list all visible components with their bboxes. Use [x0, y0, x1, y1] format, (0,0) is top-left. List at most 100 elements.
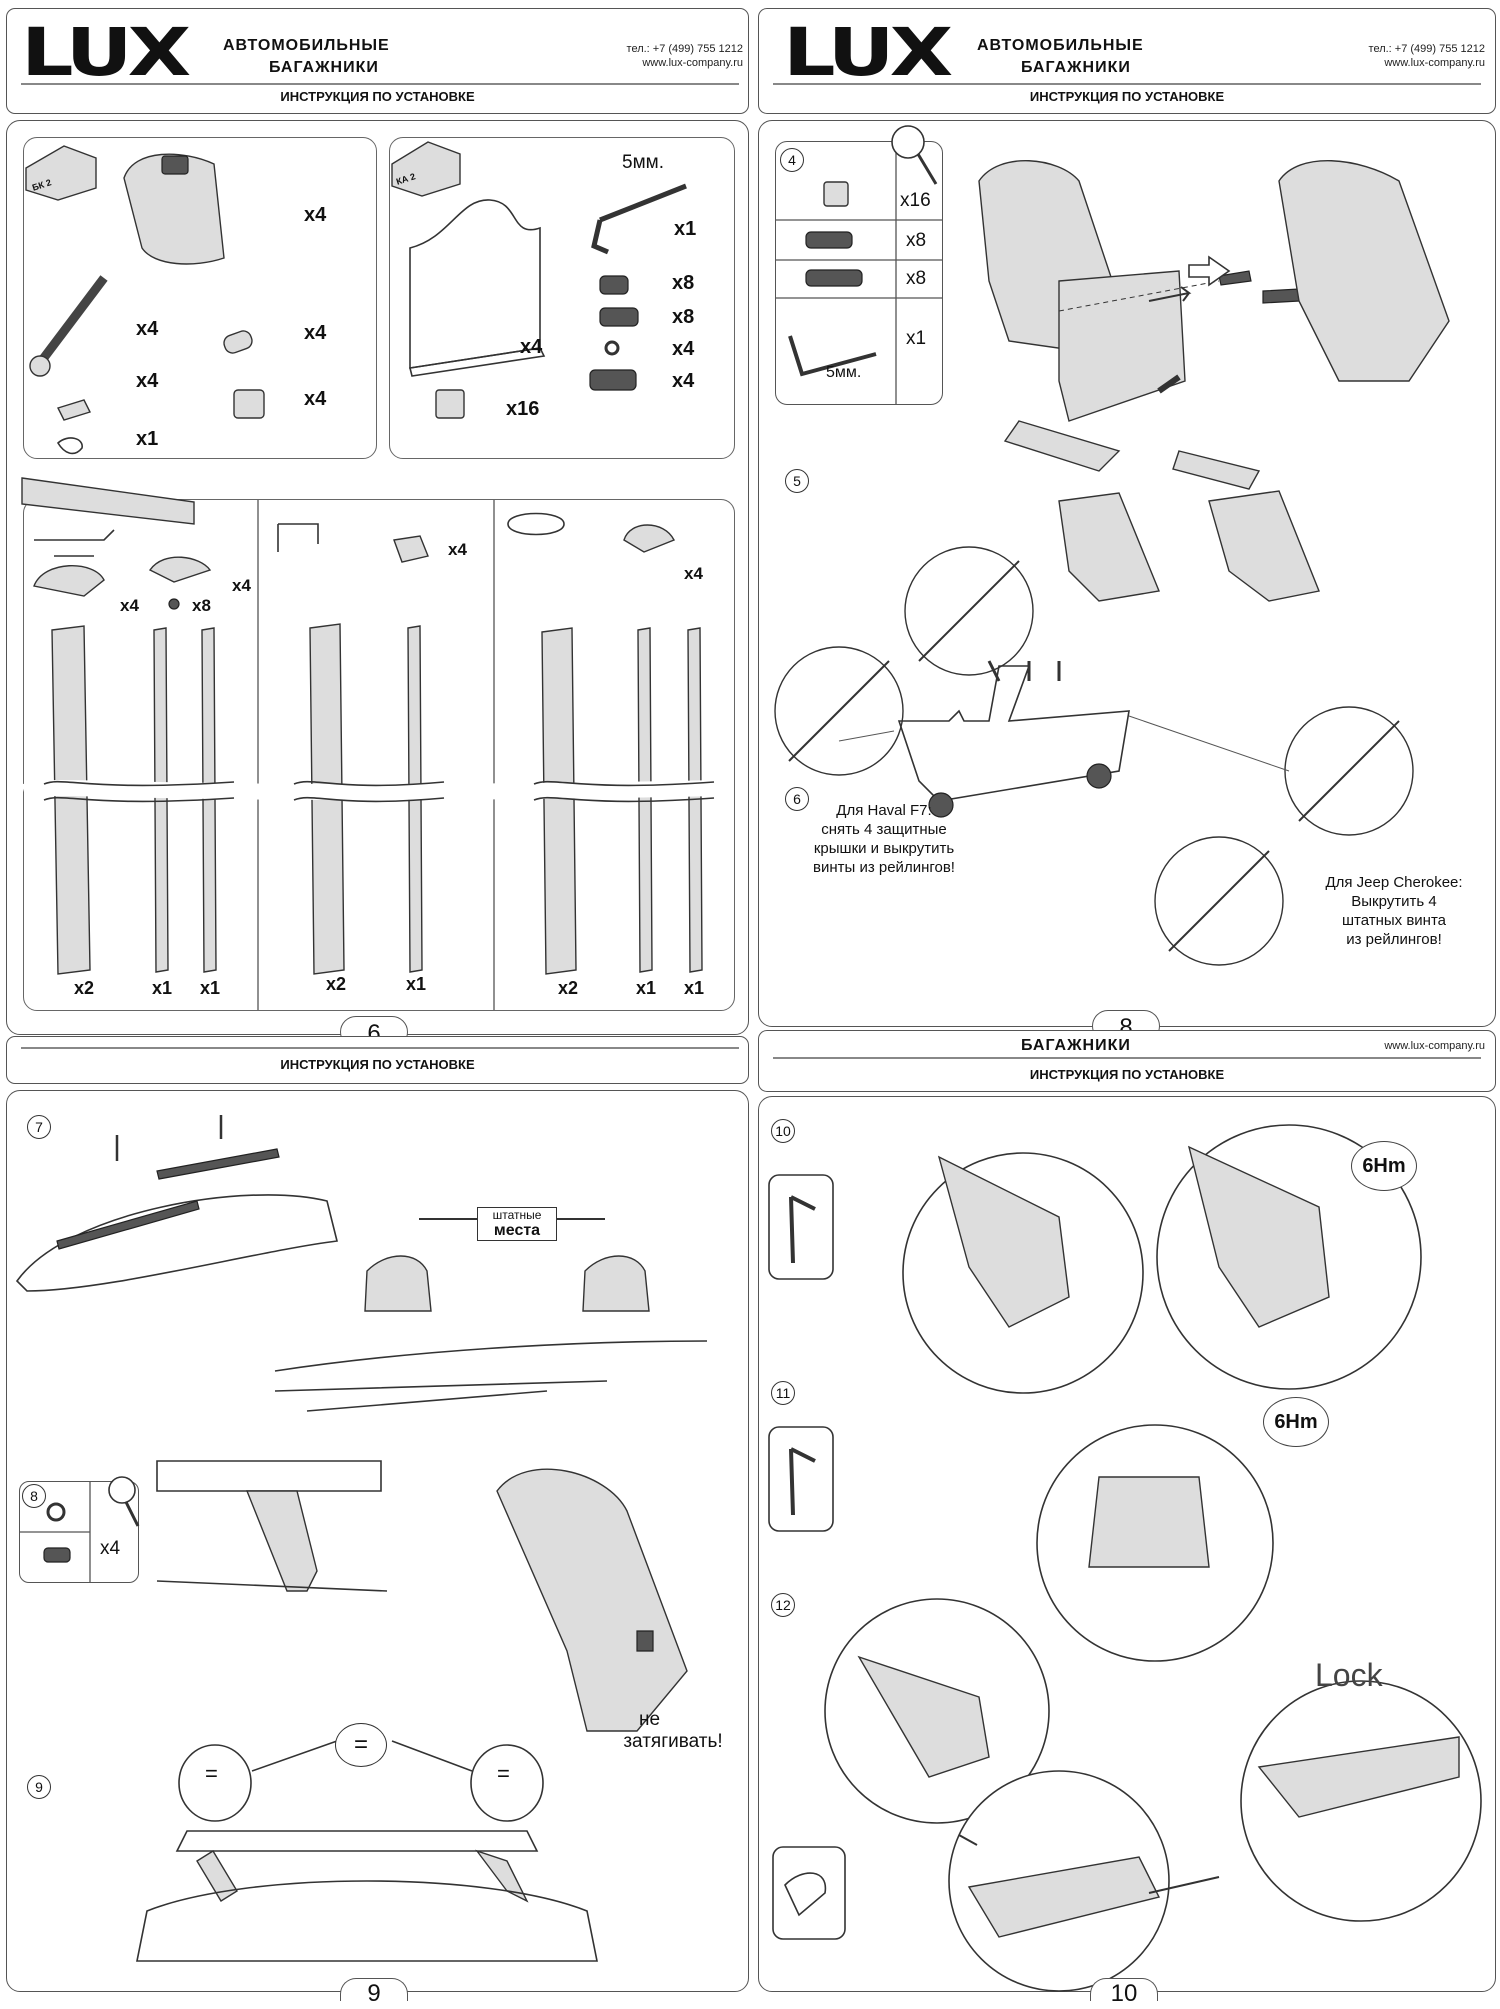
wrench-size: 5мм.: [622, 152, 664, 173]
qty-adapter: x4: [520, 336, 543, 358]
brand-line2: БАГАЖНИКИ: [1021, 1037, 1131, 1054]
note-haval-line4: винты из рейлингов!: [813, 859, 955, 876]
page-6-panel: БК 2 x4 x4 x4 x4 x4 x1 КА 2 5мм. x1 x4 x…: [6, 120, 749, 1035]
kit-ka-drawing: [391, 141, 687, 419]
step8-qty: x4: [100, 1538, 121, 1559]
step-7-marker: 7: [27, 1115, 51, 1139]
note-haval: Для Haval F7: снять 4 защитные крышки и …: [799, 801, 969, 877]
qty-key: x1: [136, 428, 159, 450]
qty-col2-b: x1: [406, 974, 427, 994]
mesta-line2: места: [493, 1222, 541, 1239]
qty-cap3: x4: [684, 564, 703, 583]
qty-plate: x4: [304, 388, 327, 410]
page-10-drawing: [768, 1124, 1482, 1992]
page-9-drawing: [15, 1115, 708, 1962]
step4-wrench-size: 5мм.: [826, 364, 862, 381]
note-haval-line3: крышки и выкрутить: [813, 840, 955, 857]
header-rule: [21, 1047, 739, 1049]
lux-logo: LUX: [21, 14, 191, 91]
step4-qty-wrench: x1: [906, 328, 927, 349]
qty-screw3: x4: [672, 370, 695, 392]
step-10-marker: 10: [771, 1119, 795, 1143]
contact-info: тел.: +7 (499) 755 1212 www.lux-company.…: [1289, 42, 1485, 70]
qty-col3-c: x1: [684, 978, 705, 998]
step-8-marker: 8: [22, 1484, 46, 1508]
note-jeep-line1: Для Jeep Cherokee:: [1325, 874, 1463, 891]
header-page-9: ИНСТРУКЦИЯ ПО УСТАНОВКЕ: [6, 1036, 749, 1084]
header-rule: [773, 1057, 1481, 1059]
page-10-panel: 10 6Hm 11 6Hm 12 Lock: [758, 1096, 1496, 1992]
brand-line1: АВТОМОБИЛЬНЫЕ: [223, 37, 390, 54]
note-jeep-line4: из рейлингов!: [1346, 931, 1442, 948]
lux-logo: LUX: [783, 14, 953, 91]
page-8-drawing: [774, 160, 1450, 966]
qty-col2-a: x2: [326, 974, 347, 994]
step-12-marker: 12: [771, 1593, 795, 1617]
page-8-panel: 4 x16 x8 x8 x1 5мм.: [758, 120, 1496, 1027]
step4-qty-nut: x16: [900, 190, 931, 211]
qty-screw2: x8: [672, 306, 695, 328]
step-4-marker: 4: [780, 148, 804, 172]
qty-pad: x4: [136, 370, 159, 392]
eq-left: =: [205, 1761, 218, 1786]
qty-nut: x16: [506, 398, 540, 420]
qty-foot: x4: [304, 204, 327, 226]
brand-line2: БАГАЖНИКИ: [1021, 59, 1131, 76]
bars-drawing: [21, 477, 725, 1010]
step-9-marker: 9: [27, 1775, 51, 1799]
step8-table-drawing: [20, 1476, 140, 1582]
eq-right: =: [497, 1761, 510, 1786]
doc-title: ИНСТРУКЦИЯ ПО УСТАНОВКЕ: [1029, 89, 1225, 104]
qty-bolt: x4: [136, 318, 159, 340]
qty-washer: x4: [672, 338, 695, 360]
website: www.lux-company.ru: [642, 57, 743, 69]
qty-col1-c: x1: [200, 978, 221, 998]
step-5-marker: 5: [785, 469, 809, 493]
eq-center: =: [335, 1723, 387, 1767]
step8-table: 8 x4: [19, 1476, 140, 1583]
no-tighten-line1: не: [639, 1709, 661, 1730]
contact-info: тел.: +7 (499) 755 1212 www.lux-company.…: [547, 42, 743, 70]
step-11-marker: 11: [771, 1381, 795, 1405]
note-jeep-line3: штатных винта: [1341, 912, 1447, 929]
no-tighten: не затягивать!: [603, 1709, 743, 1753]
page-9-panel: 7 штатные места 8 x4 не затягивать! 9 = …: [6, 1090, 749, 1992]
step4-table: 4 x16 x8 x8 x1 5мм.: [775, 125, 943, 405]
eq-center-text: =: [353, 1731, 368, 1758]
page-number-10: 10: [1090, 1978, 1158, 2007]
kit-bk-drawing: [25, 145, 265, 455]
header-page-10: БАГАЖНИКИ www.lux-company.ru ИНСТРУКЦИЯ …: [758, 1030, 1496, 1092]
doc-title: ИНСТРУКЦИЯ ПО УСТАНОВКЕ: [1029, 1067, 1225, 1082]
phone: тел.: +7 (499) 755 1212: [1368, 43, 1485, 55]
qty-wrench: x1: [674, 218, 697, 240]
page-number-9: 9: [340, 1978, 408, 2007]
header-rule: [773, 83, 1481, 85]
step-6-marker: 6: [785, 787, 809, 811]
header-page-8: LUX АВТОМОБИЛЬНЫЕ БАГАЖНИКИ тел.: +7 (49…: [758, 8, 1496, 114]
qty-pin: x4: [304, 322, 327, 344]
note-haval-line1: Для Haval F7:: [836, 802, 932, 819]
mesta-label: штатные места: [477, 1207, 557, 1241]
note-jeep-line2: Выкрутить 4: [1351, 893, 1437, 910]
mesta-line1: штатные: [492, 1208, 542, 1222]
header-rule: [21, 83, 739, 85]
header-page-6: LUX АВТОМОБИЛЬНЫЕ БАГАЖНИКИ тел.: +7 (49…: [6, 8, 749, 114]
qty-screw: x8: [192, 596, 211, 615]
step4-qty-screw2: x8: [906, 268, 927, 289]
note-haval-line2: снять 4 защитные: [821, 821, 947, 838]
qty-cap2: x4: [448, 540, 467, 559]
website: www.lux-company.ru: [1384, 57, 1485, 69]
kit-ka-box: КА 2 5мм. x1 x4 x8 x8 x4 x4 x16: [389, 137, 735, 459]
phone: тел.: +7 (499) 755 1212: [626, 43, 743, 55]
doc-title: ИНСТРУКЦИЯ ПО УСТАНОВКЕ: [280, 1057, 475, 1072]
brand-line2: БАГАЖНИКИ: [269, 59, 379, 76]
doc-title: ИНСТРУКЦИЯ ПО УСТАНОВКЕ: [280, 89, 475, 104]
step4-qty-screw1: x8: [906, 230, 927, 251]
qty-col1-b: x1: [152, 978, 173, 998]
qty-screw1: x8: [672, 272, 695, 294]
qty-cover: x4: [232, 576, 251, 595]
website: www.lux-company.ru: [1384, 1040, 1485, 1052]
qty-col3-a: x2: [558, 978, 579, 998]
kit-bk-box: БК 2 x4 x4 x4 x4 x4 x1: [23, 137, 377, 459]
no-tighten-line2: затягивать!: [623, 1731, 723, 1752]
